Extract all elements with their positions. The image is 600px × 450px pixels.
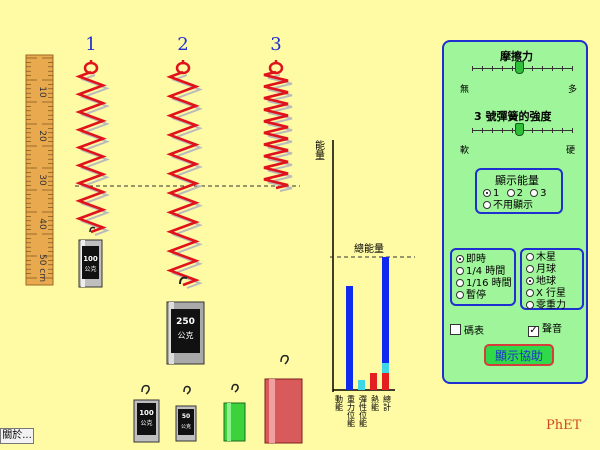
- stiffness-slider-thumb[interactable]: [515, 123, 524, 136]
- ruler-tick-label: 20: [37, 130, 47, 142]
- ruler[interactable]: 10 20 30 40 50 cm: [25, 54, 54, 286]
- spring-3-label: 3: [270, 34, 281, 55]
- gravity-option[interactable]: 零重力: [526, 300, 566, 312]
- stiffness-title: 3 號彈簧的強度: [474, 110, 552, 123]
- mass-1-unit: 公克: [84, 265, 96, 273]
- energy-bar-label: 總計: [383, 394, 392, 412]
- stiffness-max-label: 硬: [566, 146, 576, 156]
- energy-chart: 能量 總能量 動能重力位能彈性位能熱能總計: [313, 139, 415, 428]
- show-energy-title: 顯示能量: [495, 174, 539, 187]
- energy-option-1[interactable]: 1: [483, 188, 499, 199]
- ruler-tick-label: 10: [37, 86, 47, 98]
- friction-min-label: 無: [460, 85, 470, 95]
- spring-1[interactable]: [75, 60, 110, 236]
- gravity-option[interactable]: 月球: [526, 264, 566, 276]
- energy-axis-label: 能量: [313, 139, 325, 160]
- energy-bar: [358, 380, 365, 390]
- energy-bar: [346, 286, 353, 390]
- shelf-mass-100-value: 100: [139, 409, 154, 417]
- gravity-option[interactable]: 地球: [526, 276, 566, 288]
- mass-100g-shelf[interactable]: 100 公克: [133, 384, 160, 443]
- energy-bar-label: 動能: [335, 395, 344, 412]
- mass-red-unknown[interactable]: [264, 354, 303, 444]
- mass-1-value: 100: [83, 255, 98, 263]
- friction-title: 摩擦力: [500, 50, 533, 63]
- shelf-mass-50-unit: 公克: [181, 424, 191, 430]
- friction-slider-thumb[interactable]: [515, 61, 524, 74]
- energy-bar-total-gravity: [382, 257, 389, 363]
- time-speed-option[interactable]: 1/4 時間: [456, 266, 512, 278]
- ruler-tick-label: 50 cm: [37, 254, 47, 282]
- ruler-tick-label: 30: [37, 174, 47, 186]
- shelf-mass-50-value: 50: [182, 413, 190, 420]
- energy-option-3[interactable]: 3: [530, 188, 547, 199]
- time-speed-option[interactable]: 即時: [456, 254, 512, 266]
- energy-bar-total-elastic: [382, 363, 389, 373]
- total-energy-label: 總能量: [354, 242, 384, 255]
- spring-3[interactable]: [263, 60, 293, 192]
- show-energy-group: 顯示能量 1 2 3 不用顯示: [475, 168, 563, 214]
- energy-bar: [370, 373, 377, 390]
- mass-green-unknown[interactable]: [223, 383, 246, 442]
- ruler-tick-label: 40: [37, 218, 47, 230]
- shelf-mass-100-unit: 公克: [140, 419, 152, 427]
- phet-logo: PhET: [546, 418, 582, 433]
- energy-bar-total-thermal: [382, 373, 389, 390]
- stiffness-min-label: 軟: [460, 146, 470, 156]
- mass-50g-shelf[interactable]: 50 公克: [175, 385, 197, 442]
- time-speed-option[interactable]: 1/16 時間: [456, 278, 512, 290]
- friction-max-label: 多: [568, 85, 578, 95]
- about-button[interactable]: 關於...: [0, 428, 34, 444]
- energy-bar-label: 重力位能: [347, 394, 356, 428]
- mass-2-value: 250: [176, 317, 195, 327]
- show-help-button[interactable]: 顯示協助: [484, 344, 554, 366]
- energy-bar-label: 彈性位能: [359, 395, 368, 428]
- mass-250g-on-spring-2[interactable]: 250 公克: [166, 276, 205, 365]
- sound-checkbox[interactable]: ✓聲音: [528, 324, 562, 337]
- gravity-option[interactable]: X 行星: [526, 288, 566, 300]
- gravity-option[interactable]: 木星: [526, 252, 566, 264]
- spring-2[interactable]: [166, 60, 203, 289]
- energy-option-none[interactable]: 不用顯示: [483, 200, 533, 212]
- spring-2-label: 2: [177, 34, 188, 55]
- mass-2-unit: 公克: [178, 331, 194, 340]
- spring-1-label: 1: [85, 34, 96, 55]
- time-speed-option[interactable]: 暫停: [456, 290, 512, 302]
- energy-option-2[interactable]: 2: [506, 188, 523, 199]
- energy-bar-label: 熱能: [371, 394, 380, 412]
- stopwatch-checkbox[interactable]: 碼表: [450, 324, 484, 338]
- mass-100g-on-spring-1[interactable]: 100 公克: [78, 226, 103, 288]
